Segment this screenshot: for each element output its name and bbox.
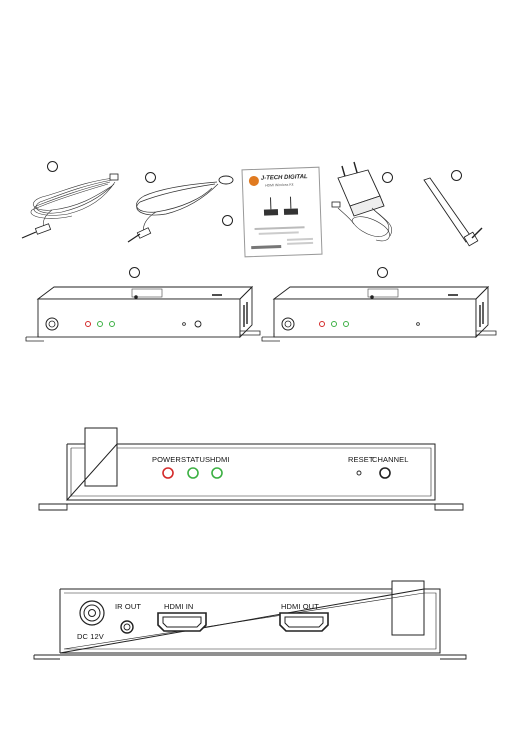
manual-cert-logos	[251, 245, 281, 249]
manual-text-line	[259, 231, 299, 234]
rear-panel-outline	[30, 575, 500, 685]
hdmi-led-label: HDMI	[210, 455, 230, 464]
hdmi-in-port-label: HDMI IN	[164, 602, 193, 611]
power-adapter-image	[332, 160, 402, 250]
item-marker-7	[377, 267, 388, 278]
front-panel-outline	[35, 420, 495, 520]
hdmi-out-port-label: HDMI OUT	[281, 602, 319, 611]
item-marker-3	[222, 215, 233, 226]
antenna-image	[422, 176, 492, 256]
item-marker-1	[47, 161, 58, 172]
dc-12v-port-label: DC 12V	[77, 632, 104, 641]
status-led-label: STATUS	[181, 455, 210, 464]
power-led-label: POWER	[152, 455, 181, 464]
reset-button-label: RESET	[348, 455, 374, 464]
item-marker-6	[129, 267, 140, 278]
transmitter-unit-image	[26, 283, 266, 353]
manual-text-line	[287, 242, 313, 244]
manual-devices-illustration	[261, 194, 302, 225]
ir-blaster-cable-image	[122, 170, 232, 250]
manual-brand-text: J-TECH DIGITAL	[261, 174, 308, 182]
ir-receiver-cable-image	[22, 172, 122, 252]
manual-text-line	[255, 226, 305, 230]
receiver-unit-image	[262, 283, 502, 353]
manual-subtitle-text: HDMI Wireless Kit	[265, 183, 294, 188]
manual-text-line	[287, 238, 313, 240]
ir-out-port-label: IR OUT	[115, 602, 141, 611]
brand-logo-mark	[249, 176, 259, 186]
channel-button-label: CHANNEL	[372, 455, 409, 464]
user-manual-image: J-TECH DIGITAL HDMI Wireless Kit	[241, 167, 322, 258]
